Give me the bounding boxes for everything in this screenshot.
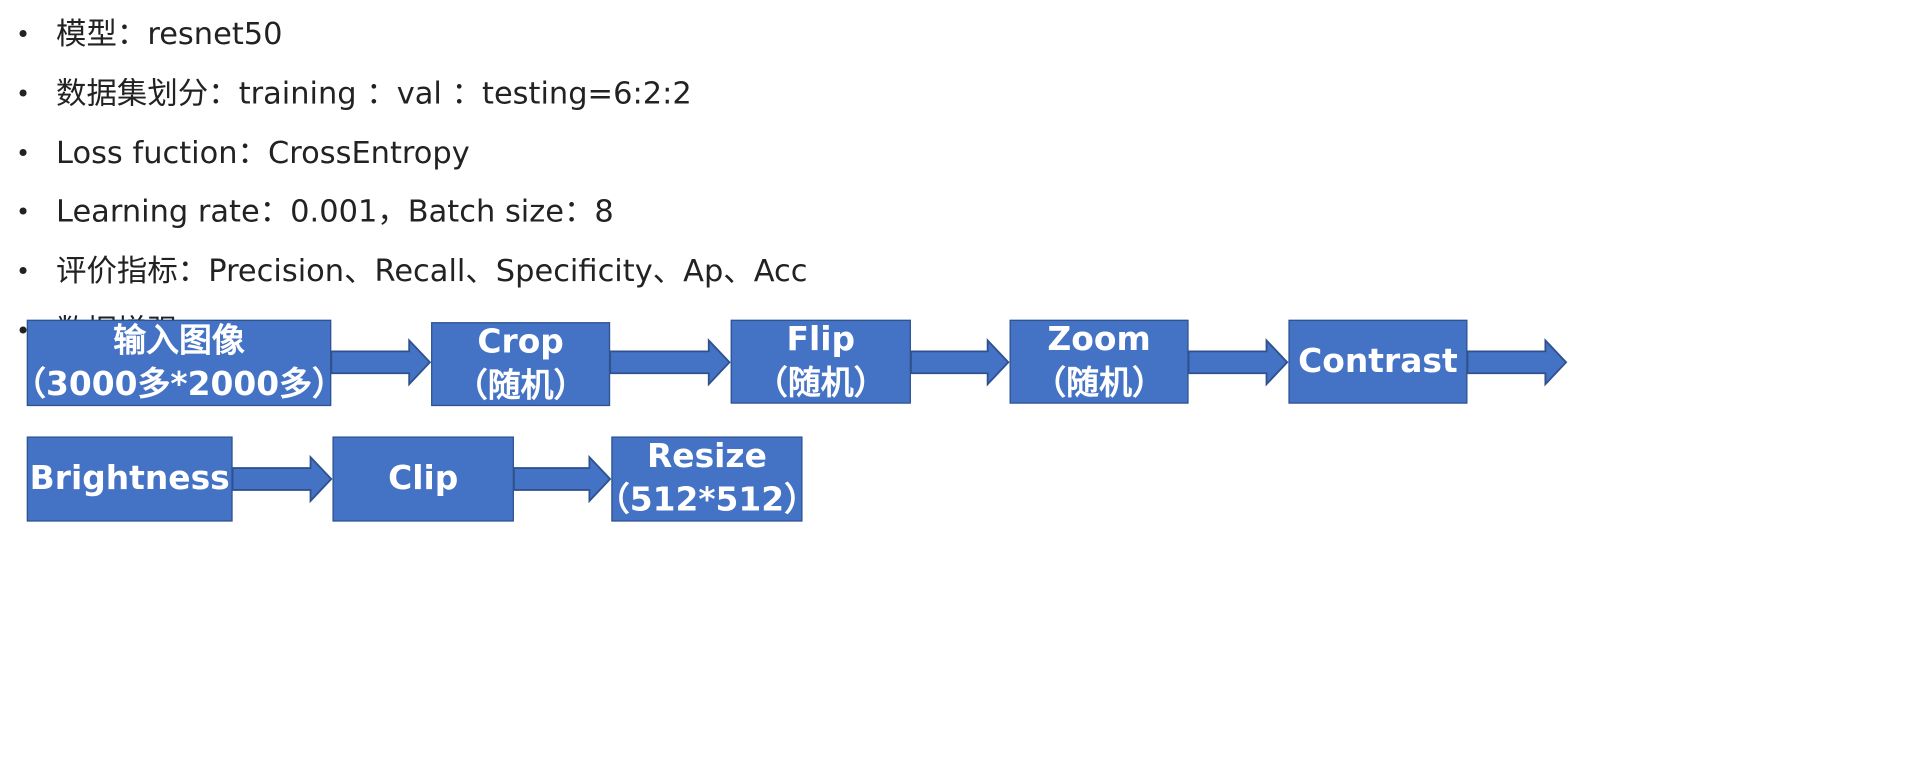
arrow-right-icon (512, 454, 612, 504)
flow-box-clip: Clip (332, 436, 514, 522)
bullet-text: Loss fuction：CrossEntropy (56, 134, 470, 170)
arrow-right-icon (910, 338, 1010, 387)
arrow-right-icon (609, 338, 731, 387)
flow-box-brightness: Brightness (26, 436, 233, 522)
bullet-text: 模型：resnet50 (56, 15, 283, 52)
flow-box-zoom: Zoom （随机） (1009, 319, 1189, 404)
box-title: Clip (388, 459, 459, 498)
box-subtitle: （随机） (454, 366, 587, 405)
arrow-right-icon (330, 338, 432, 387)
bullet-model: • 模型：resnet50 (0, 5, 808, 64)
box-title: Resize (646, 437, 767, 476)
box-title: Zoom (1047, 320, 1151, 359)
flow-box-flip: Flip （随机） (730, 319, 911, 404)
bullet-marker: • (15, 256, 31, 286)
arrow-right-icon (1187, 338, 1289, 387)
arrow-right-icon (231, 454, 333, 504)
box-title: 输入图像 (113, 321, 245, 360)
bullet-text: 数据集划分：training ：val ：testing=6:2:2 (56, 75, 692, 111)
box-title: Flip (786, 320, 856, 359)
bullet-marker: • (15, 19, 31, 49)
bullet-metrics: • 评价指标：Precision、Recall、Specificity、Ap、A… (0, 242, 808, 301)
bullet-marker: • (15, 138, 31, 168)
box-title: Contrast (1298, 342, 1458, 380)
bullet-marker: • (15, 316, 31, 346)
box-title: Crop (477, 322, 564, 361)
bullet-marker: • (15, 78, 31, 108)
bullet-text: Learning rate：0.001，Batch size：8 (56, 193, 614, 230)
flow-box-resize: Resize （512*512） (597, 436, 817, 522)
bullet-learning-rate: • Learning rate：0.001，Batch size：8 (0, 183, 808, 242)
bullet-list: • 模型：resnet50 • 数据集划分：training ：val ：tes… (0, 5, 808, 361)
bullet-text: 评价指标：Precision、Recall、Specificity、Ap、Acc (56, 253, 808, 289)
bullet-marker: • (15, 197, 31, 227)
box-subtitle: （随机） (1033, 364, 1165, 402)
box-subtitle: （512*512） (596, 481, 818, 520)
box-title: Brightness (29, 459, 230, 498)
bullet-loss-function: • Loss fuction：CrossEntropy (0, 124, 808, 183)
arrow-right-icon (1466, 338, 1568, 387)
flow-box-crop: Crop （随机） (431, 322, 611, 407)
bullet-dataset-split: • 数据集划分：training ：val ：testing=6:2:2 (0, 64, 808, 123)
box-subtitle: （随机） (755, 364, 887, 402)
flow-box-input-image: 输入图像 （3000多*2000多） (13, 319, 345, 407)
flow-box-contrast: Contrast (1288, 319, 1468, 404)
box-subtitle: （3000多*2000多） (13, 365, 345, 404)
